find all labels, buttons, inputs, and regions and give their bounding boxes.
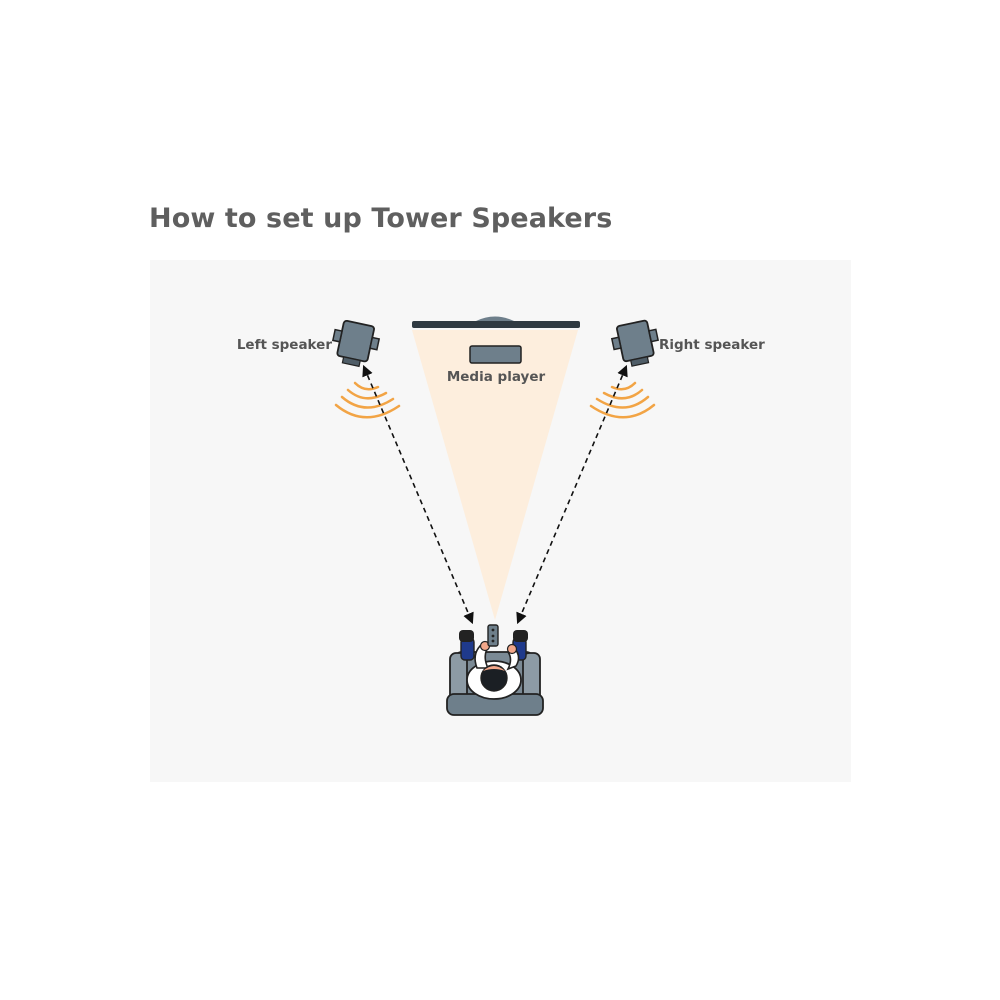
- right-speaker-label: Right speaker: [659, 337, 765, 353]
- person-in-armchair-icon: [446, 624, 544, 716]
- speaker-icon: [610, 319, 660, 367]
- sound-waves-icon: [589, 381, 656, 419]
- remote-control-icon: [487, 624, 499, 647]
- speaker-icon: [331, 319, 381, 368]
- media-player-label: Media player: [447, 369, 546, 385]
- left-speaker-label: Left speaker: [237, 337, 333, 353]
- setup-diagram: Media player Left speaker: [237, 316, 765, 716]
- left-arrow: [362, 364, 474, 625]
- right-speaker: [589, 319, 660, 419]
- head: [480, 664, 508, 692]
- tv-icon: [412, 316, 580, 328]
- right-arrow: [516, 364, 628, 625]
- right-shoe: [513, 630, 528, 642]
- sound-waves-icon: [334, 381, 401, 419]
- diagram-panel: Media player Left speaker: [150, 260, 851, 782]
- left-shoe: [459, 630, 474, 642]
- media-player-icon: [469, 345, 522, 364]
- page-title: How to set up Tower Speakers: [149, 203, 613, 234]
